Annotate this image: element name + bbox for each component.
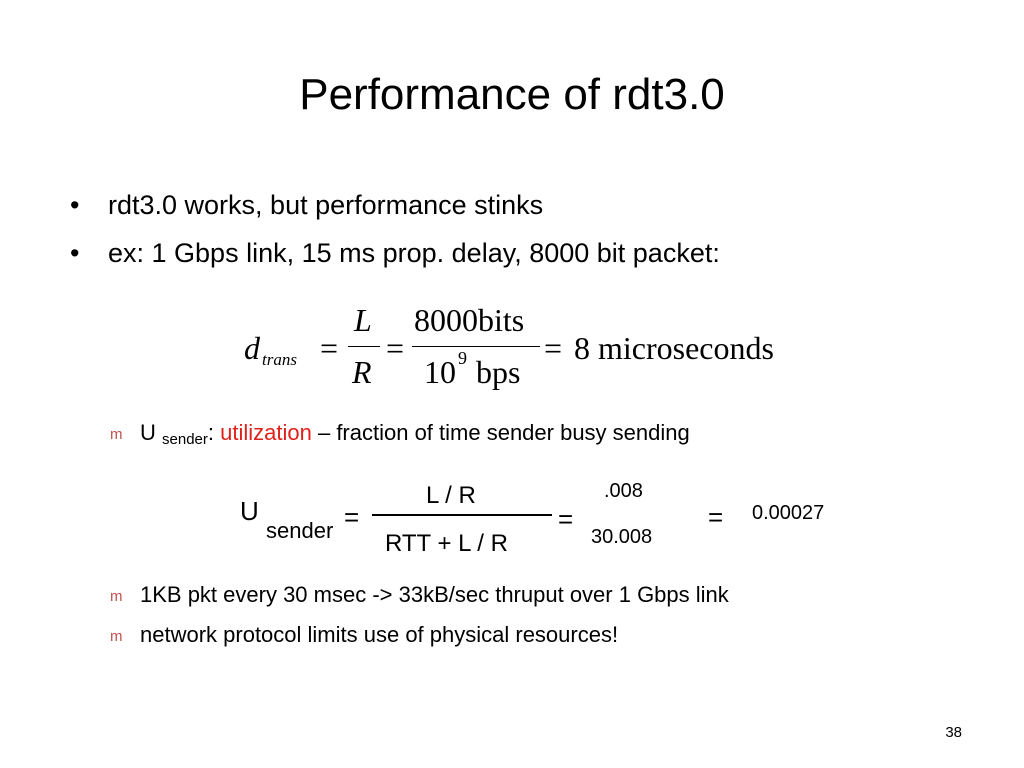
eq1-den-exp: 9 <box>458 348 467 368</box>
eq1-num-L: L <box>354 302 372 338</box>
eq1-fraction-bar <box>348 346 380 347</box>
eq2-den-value: 30.008 <box>591 526 653 548</box>
bullet-item: • rdt3.0 works, but performance stinks <box>70 190 543 221</box>
eq2-den-rtt: RTT + L / R <box>385 530 508 557</box>
sub-bullet-text: network protocol limits use of physical … <box>140 622 619 647</box>
eq1-equals: = <box>544 330 563 366</box>
eq1-den-base: 10 <box>424 354 456 390</box>
sub-bullet-marker-icon: m <box>110 425 123 443</box>
eq1-result: 8 microseconds <box>574 330 774 366</box>
utilization-rest: – fraction of time sender busy sending <box>311 420 690 445</box>
eq1-den-unit: bps <box>476 354 521 390</box>
eq2-result: 0.00027 <box>752 502 825 524</box>
eq1-num-bits: 8000bits <box>414 302 525 338</box>
eq1-fraction-bar <box>412 346 540 347</box>
bullet-text: ex: 1 Gbps link, 15 ms prop. delay, 8000… <box>108 238 720 268</box>
eq1-den-R: R <box>352 354 372 390</box>
bullet-dot-icon: • <box>70 238 80 268</box>
slide-title: Performance of rdt3.0 <box>299 70 725 119</box>
sub-bullet-marker-icon: m <box>110 587 123 605</box>
eq1-lhs: d <box>244 330 260 366</box>
eq2-fraction-bar <box>372 514 552 516</box>
eq1-equals: = <box>386 330 405 366</box>
utilization-prefix: U <box>140 420 156 445</box>
utilization-sub: sender <box>162 431 208 448</box>
utilization-colon: : <box>207 420 215 445</box>
eq2-num-LR: L / R <box>426 482 476 509</box>
sub-bullet-item: m network protocol limits use of physical… <box>110 622 618 648</box>
eq2-equals: = <box>708 502 724 532</box>
bullet-text: rdt3.0 works, but performance stinks <box>108 190 544 220</box>
eq1-equals: = <box>320 330 339 366</box>
eq2-equals: = <box>344 502 360 532</box>
sub-bullet-marker-icon: m <box>110 627 123 645</box>
eq2-lhs: U <box>240 496 259 526</box>
utilization-highlight: utilization <box>220 420 312 445</box>
bullet-dot-icon: • <box>70 190 80 220</box>
sub-bullet-item: m 1KB pkt every 30 msec -> 33kB/sec thrup… <box>110 582 729 608</box>
eq2-equals: = <box>558 504 574 534</box>
eq1-lhs-sub: trans <box>262 350 297 369</box>
eq2-num-value: .008 <box>604 480 643 502</box>
page-number: 38 <box>945 724 962 741</box>
eq2-lhs-sub: sender <box>266 518 334 543</box>
bullet-item: • ex: 1 Gbps link, 15 ms prop. delay, 800… <box>70 238 720 269</box>
sub-bullet-text: 1KB pkt every 30 msec -> 33kB/sec thrupu… <box>140 582 729 607</box>
